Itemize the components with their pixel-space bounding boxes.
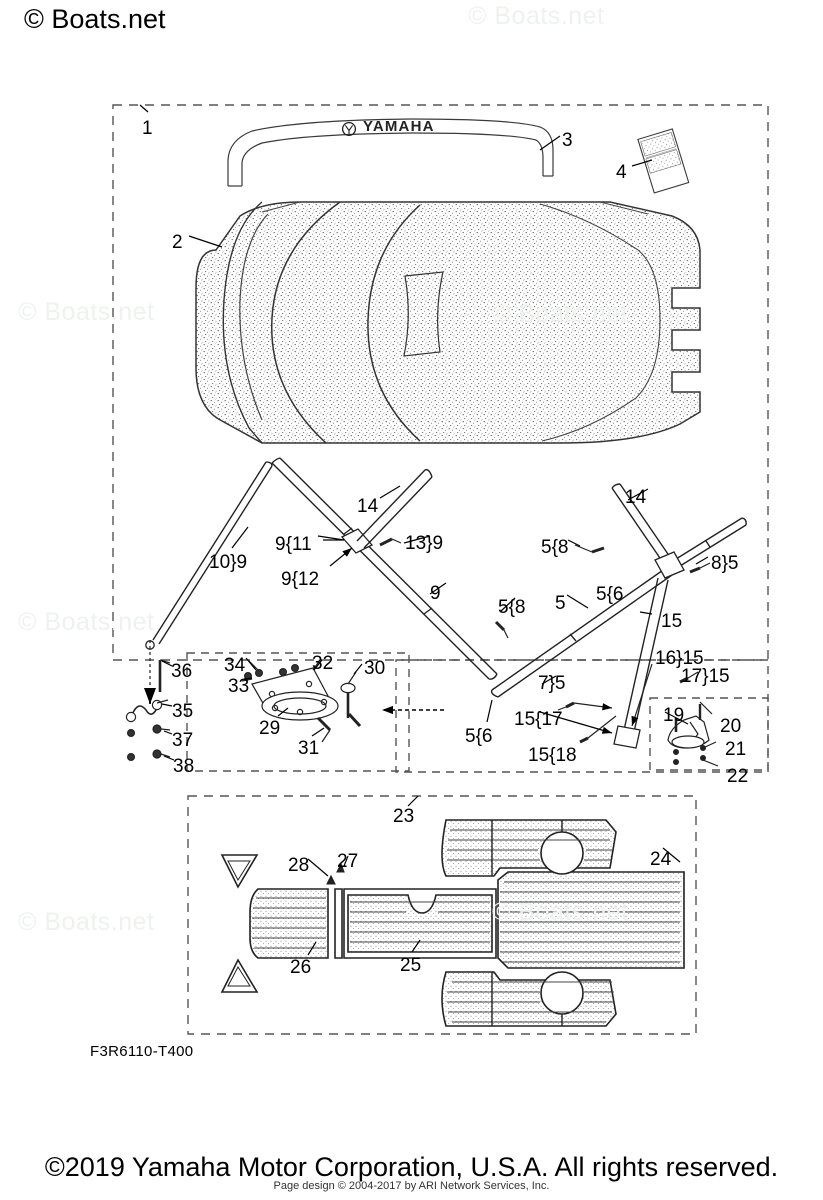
callout-35: 35 xyxy=(172,701,194,722)
watermark: © Boats.net xyxy=(468,2,605,30)
callout-10-9: 10}9 xyxy=(209,552,248,573)
callout-29: 29 xyxy=(259,718,281,739)
callout-2: 2 xyxy=(172,232,183,253)
callout-28: 28 xyxy=(288,855,310,876)
callout-16-15: 16}15 xyxy=(655,648,704,669)
svg-text:YAMAHA: YAMAHA xyxy=(363,118,435,135)
callout-7-5: 7}5 xyxy=(538,673,566,694)
watermark: © Boats.net xyxy=(492,898,629,926)
watermark: © Boats.net xyxy=(18,908,155,936)
watermark: © Boats.net xyxy=(18,608,155,636)
callout-38: 38 xyxy=(173,756,195,777)
callout-15: 15 xyxy=(661,611,683,632)
callout-30: 30 xyxy=(364,658,386,679)
callout-9-11: 9{11 xyxy=(275,534,312,555)
callout-33: 33 xyxy=(228,676,250,697)
watermark: © Boats.net xyxy=(492,300,629,328)
callout-5: 5 xyxy=(555,593,566,614)
copyright-footer: ©2019 Yamaha Motor Corporation, U.S.A. A… xyxy=(44,1152,779,1182)
callout-14L: 14 xyxy=(357,496,379,517)
callout-5-6a: 5{6 xyxy=(465,726,493,747)
callout-5-8b: 5{8 xyxy=(498,597,526,618)
page-design-footer: Page design © 2004-2017 by ARI Network S… xyxy=(273,1180,550,1192)
callout-20: 20 xyxy=(720,716,742,737)
callout-37: 37 xyxy=(172,730,194,751)
callout-19: 19 xyxy=(663,705,685,726)
watermark: © Boats.net xyxy=(18,298,155,326)
callout-32: 32 xyxy=(312,653,334,674)
callout-36: 36 xyxy=(171,661,193,682)
callout-14R: 14 xyxy=(625,487,647,508)
callout-3: 3 xyxy=(562,130,573,151)
callout-13-9: 13}9 xyxy=(405,533,444,554)
callout-34: 34 xyxy=(224,655,246,676)
callout-15-18: 15{18 xyxy=(528,745,577,766)
callout-24: 24 xyxy=(650,849,672,870)
callout-4: 4 xyxy=(616,162,627,183)
callout-5-6b: 5{6 xyxy=(596,584,624,605)
part-number: F3R6110-T400 xyxy=(90,1043,194,1060)
callout-9-12: 9{12 xyxy=(281,569,320,590)
callout-15-17: 15{17 xyxy=(514,709,563,730)
callout-5-8a: 5{8 xyxy=(541,537,569,558)
callout-8-5: 8}5 xyxy=(711,553,739,574)
callout-22: 22 xyxy=(727,766,749,787)
callout-26: 26 xyxy=(290,957,312,978)
callout-17-15: 17}15 xyxy=(681,666,730,687)
callout-1: 1 xyxy=(142,118,153,139)
callout-31: 31 xyxy=(298,738,320,759)
page-header-watermark: © Boats.net xyxy=(24,4,166,34)
callout-9: 9 xyxy=(430,583,441,604)
callout-21: 21 xyxy=(725,739,747,760)
callout-27: 27 xyxy=(337,851,359,872)
callout-25: 25 xyxy=(400,955,422,976)
callout-23: 23 xyxy=(393,806,415,827)
